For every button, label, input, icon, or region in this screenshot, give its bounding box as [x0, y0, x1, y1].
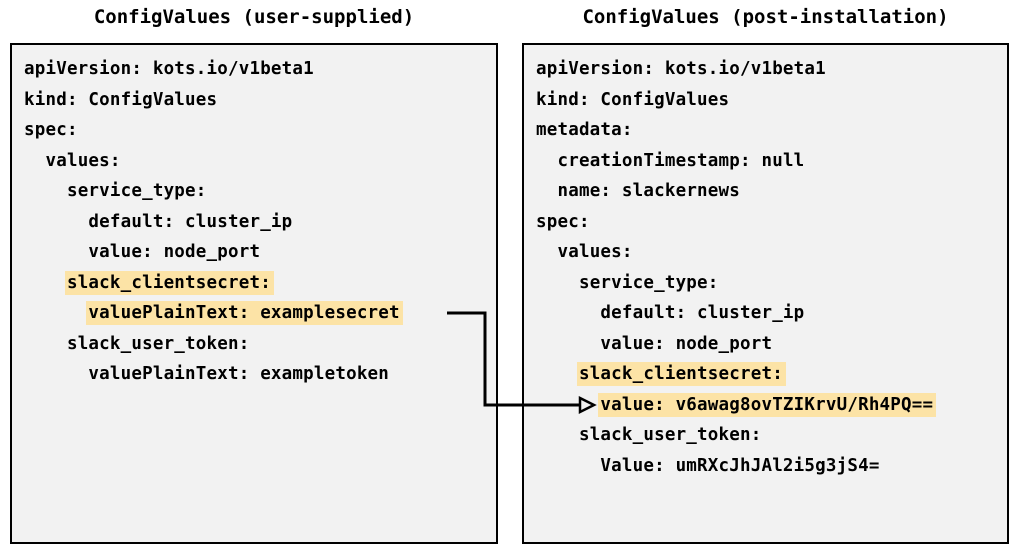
yaml-line-text: creationTimestamp: null [557, 150, 805, 171]
yaml-line: value: v6awag8ovTZIKrvU/Rh4PQ== [536, 390, 1005, 421]
yaml-line: service_type: [24, 176, 494, 207]
left-config-panel: apiVersion: kots.io/v1beta1 kind: ConfigV… [10, 43, 498, 544]
yaml-line: default: cluster_ip [24, 207, 494, 238]
right-panel-title: ConfigValues (post-installation) [582, 6, 949, 28]
yaml-indent [24, 181, 67, 201]
yaml-line-text: value: node_port [600, 333, 773, 354]
yaml-line-text: apiVersion: kots.io/v1beta1 [24, 59, 314, 79]
yaml-line: spec: [24, 115, 494, 146]
yaml-indent [24, 242, 88, 262]
yaml-indent [24, 151, 45, 171]
yaml-line: slack_user_token: [24, 329, 494, 360]
yaml-line-text: apiVersion: kots.io/v1beta1 [536, 59, 826, 79]
yaml-line: values: [24, 146, 494, 177]
yaml-line: spec: [536, 207, 1005, 238]
yaml-indent [536, 273, 579, 293]
left-panel-title: ConfigValues (user-supplied) [93, 6, 415, 28]
yaml-line: kind: ConfigValues [24, 85, 494, 116]
yaml-indent [536, 334, 600, 354]
yaml-line-text: kind: ConfigValues [536, 89, 730, 110]
yaml-line: creationTimestamp: null [536, 146, 1005, 177]
yaml-indent [536, 181, 557, 201]
yaml-line: name: slackernews [536, 176, 1005, 207]
yaml-line: kind: ConfigValues [536, 85, 1005, 116]
yaml-indent [24, 303, 88, 323]
yaml-line-text: kind: ConfigValues [24, 89, 218, 110]
yaml-indent [536, 303, 600, 323]
yaml-line-text: slack_user_token: [578, 425, 762, 445]
yaml-indent [24, 364, 88, 384]
yaml-line: value: node_port [536, 329, 1005, 360]
yaml-line: values: [536, 237, 1005, 268]
yaml-indent [536, 364, 579, 384]
yaml-line-text: spec: [536, 211, 590, 232]
yaml-indent [24, 334, 67, 354]
yaml-line: slack_user_token: [536, 420, 1005, 451]
yaml-line: slack_clientsecret: [24, 268, 494, 299]
yaml-line: service_type: [536, 268, 1005, 299]
yaml-line-text: name: slackernews [557, 181, 740, 201]
yaml-line-text: slack_user_token: [66, 333, 250, 354]
yaml-line-text: service_type: [66, 181, 207, 201]
yaml-indent [536, 242, 557, 262]
yaml-line-text: default: cluster_ip [88, 211, 293, 232]
yaml-line-text: metadata: [536, 120, 633, 140]
yaml-line: valuePlainText: examplesecret [24, 298, 494, 329]
yaml-line-text: slack_clientsecret: [578, 362, 783, 386]
yaml-line-text: values: [45, 150, 121, 171]
yaml-line-text: service_type: [578, 272, 719, 293]
right-yaml-block: apiVersion: kots.io/v1beta1 kind: ConfigV… [536, 54, 1005, 481]
right-config-panel: apiVersion: kots.io/v1beta1 kind: ConfigV… [522, 43, 1009, 544]
yaml-line: apiVersion: kots.io/v1beta1 [536, 54, 1005, 85]
yaml-line: Value: umRXcJhJAl2i5g3jS4= [536, 451, 1005, 482]
yaml-line-text: valuePlainText: examplesecret [88, 301, 400, 325]
yaml-line: slack_clientsecret: [536, 359, 1005, 390]
yaml-line: metadata: [536, 115, 1005, 146]
yaml-line-text: slack_clientsecret: [66, 270, 271, 295]
yaml-line: default: cluster_ip [536, 298, 1005, 329]
yaml-indent [536, 151, 557, 171]
yaml-line: apiVersion: kots.io/v1beta1 [24, 54, 494, 85]
yaml-line-text: Value: umRXcJhJAl2i5g3jS4= [600, 455, 880, 476]
left-yaml-block: apiVersion: kots.io/v1beta1 kind: ConfigV… [24, 54, 494, 390]
yaml-indent [536, 395, 600, 415]
yaml-line-text: values: [557, 242, 633, 262]
yaml-indent [536, 456, 600, 476]
yaml-line-text: spec: [24, 120, 78, 140]
yaml-indent [536, 425, 579, 445]
yaml-line: value: node_port [24, 237, 494, 268]
yaml-line-text: value: node_port [88, 242, 261, 262]
yaml-line-text: value: v6awag8ovTZIKrvU/Rh4PQ== [600, 392, 934, 417]
yaml-indent [24, 212, 88, 232]
yaml-line-text: valuePlainText: exampletoken [88, 364, 390, 384]
yaml-line: valuePlainText: exampletoken [24, 359, 494, 390]
yaml-indent [24, 273, 67, 293]
yaml-line-text: default: cluster_ip [600, 303, 805, 323]
